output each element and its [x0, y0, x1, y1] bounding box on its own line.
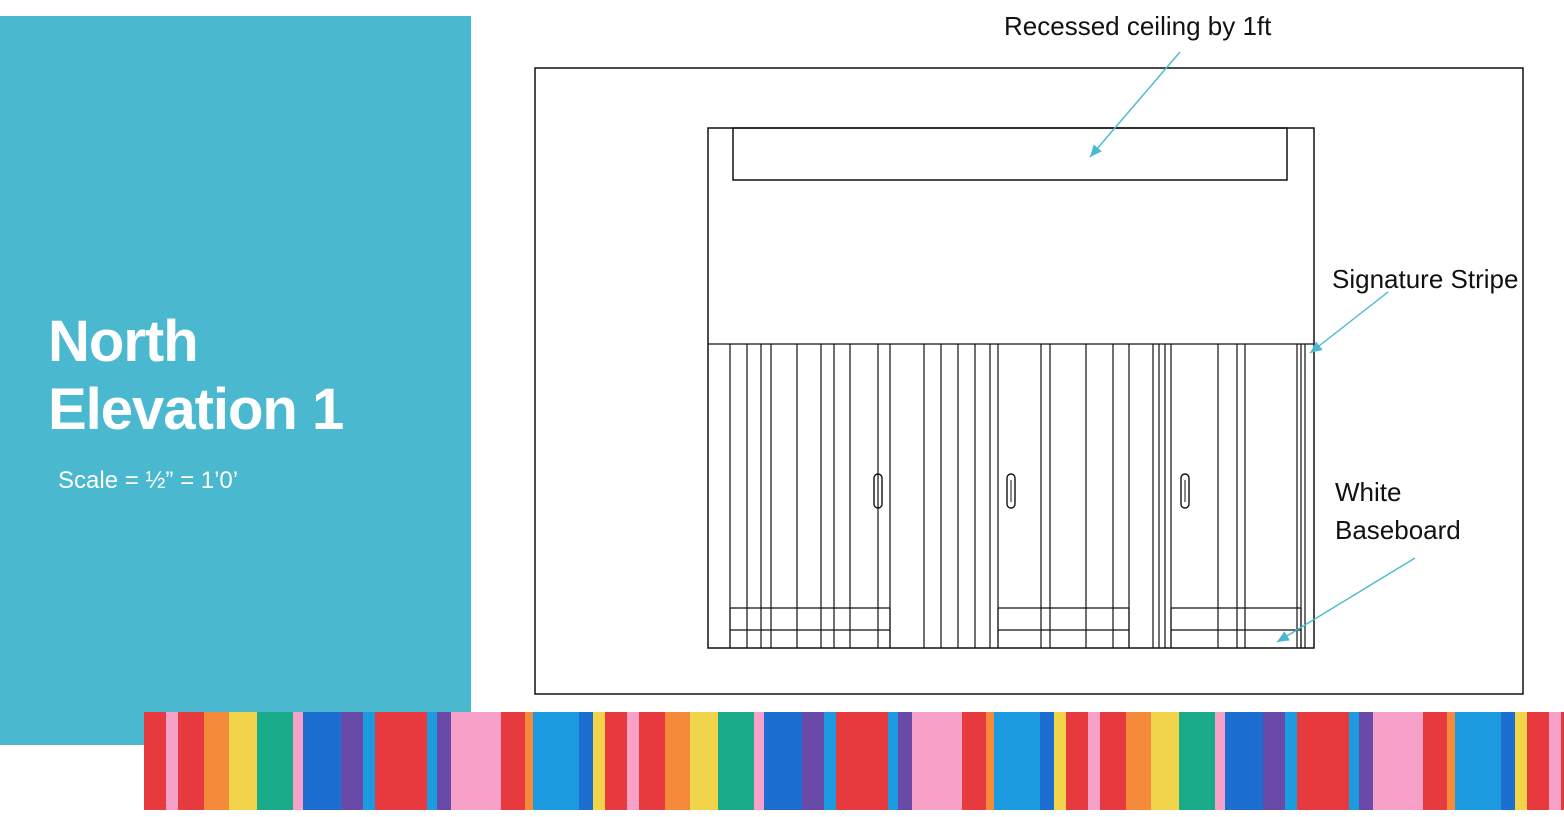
- stripe: [836, 712, 888, 810]
- stripe: [1561, 712, 1564, 810]
- leader-arrow-stripe-head: [1310, 341, 1323, 353]
- stripe: [1225, 712, 1263, 810]
- stripe: [1285, 712, 1297, 810]
- stripe: [1373, 712, 1423, 810]
- stripe: [994, 712, 1040, 810]
- leader-arrow-ceiling: [1089, 51, 1181, 158]
- door-handle-icon: [1180, 473, 1190, 509]
- annotation-signature-stripe: Signature Stripe: [1332, 264, 1519, 294]
- annotation-baseboard-line1: White: [1335, 477, 1402, 507]
- slide-title-line1: North: [48, 309, 199, 374]
- stripe: [501, 712, 525, 810]
- stripe: [1359, 712, 1373, 810]
- stripe: [579, 712, 593, 810]
- stripe: [593, 712, 605, 810]
- annotation-recessed-ceiling: Recessed ceiling by 1ft: [1004, 11, 1272, 41]
- stripe: [1215, 712, 1225, 810]
- stripe: [1151, 712, 1179, 810]
- stripe: [1126, 712, 1151, 810]
- stripe: [665, 712, 690, 810]
- stripe: [293, 712, 303, 810]
- stripe: [375, 712, 427, 810]
- leader-arrow-baseboard-head: [1277, 631, 1290, 642]
- stripe: [1455, 712, 1501, 810]
- stripe: [888, 712, 898, 810]
- stripe: [718, 712, 754, 810]
- wall-outline: [707, 127, 1315, 649]
- stripe: [437, 712, 451, 810]
- leader-arrow-stripe: [1309, 291, 1389, 354]
- stripe: [1527, 712, 1549, 810]
- stripe: [1088, 712, 1100, 810]
- leader-arrow-baseboard: [1276, 557, 1416, 643]
- stripe: [1179, 712, 1215, 810]
- annotation-baseboard-line2: Baseboard: [1335, 515, 1461, 545]
- stripe: [1549, 712, 1561, 810]
- stripe: [204, 712, 229, 810]
- stripe: [363, 712, 375, 810]
- stripe: [898, 712, 912, 810]
- stripe: [764, 712, 802, 810]
- stripe: [1263, 712, 1285, 810]
- stripe: [639, 712, 665, 810]
- stripe: [257, 712, 293, 810]
- decorative-stripe-band: [144, 712, 1564, 810]
- stripe: [533, 712, 579, 810]
- stripe: [178, 712, 204, 810]
- stripe: [1054, 712, 1066, 810]
- scale-note: Scale = ½” = 1’0’: [58, 467, 239, 494]
- stripe: [1423, 712, 1447, 810]
- recessed-ceiling: [732, 127, 1288, 181]
- stripe: [1501, 712, 1515, 810]
- stripe: [690, 712, 718, 810]
- slide-title-line2: Elevation 1: [48, 377, 344, 442]
- stripe: [525, 712, 533, 810]
- stripe: [912, 712, 962, 810]
- stripe: [605, 712, 627, 810]
- stripe: [1297, 712, 1349, 810]
- stripe: [1066, 712, 1088, 810]
- stripe: [341, 712, 363, 810]
- stripe: [166, 712, 178, 810]
- stripe: [802, 712, 824, 810]
- stripe: [229, 712, 257, 810]
- stripe: [754, 712, 764, 810]
- stripe: [1040, 712, 1054, 810]
- stripe: [1515, 712, 1527, 810]
- stripe: [1447, 712, 1455, 810]
- stripe: [1100, 712, 1126, 810]
- drawing-frame: [534, 67, 1524, 695]
- stripe: [1349, 712, 1359, 810]
- stripe: [627, 712, 639, 810]
- door-handle-icon: [873, 473, 883, 509]
- title-panel: [0, 16, 471, 745]
- stripe: [303, 712, 341, 810]
- leader-arrow-ceiling-head: [1090, 144, 1102, 157]
- stripe: [824, 712, 836, 810]
- stripe: [144, 712, 166, 810]
- stripe: [451, 712, 501, 810]
- door-handle-icon: [1006, 473, 1016, 509]
- stripe: [962, 712, 986, 810]
- slide-title: North Elevation 1: [48, 308, 344, 444]
- stripe: [427, 712, 437, 810]
- stripe: [986, 712, 994, 810]
